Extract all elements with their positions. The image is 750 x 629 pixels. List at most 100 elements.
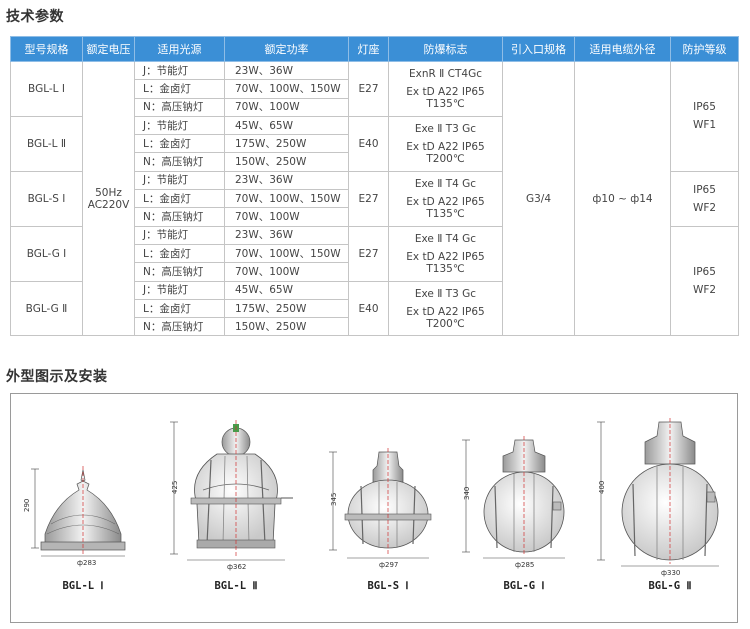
lamp-type: N：高压钠灯 — [134, 152, 225, 172]
height-dim: 425 — [171, 481, 179, 494]
table-header-row: 型号规格 额定电压 适用光源 额定功率 灯座 防爆标志 引入口规格 适用电缆外径… — [10, 36, 739, 62]
socket-cell: E27 — [348, 170, 389, 227]
model-name: BGL-G Ⅰ — [10, 225, 83, 282]
width-dim: ф285 — [515, 561, 534, 569]
header-inlet: 引入口规格 — [502, 36, 575, 62]
model-name: BGL-G Ⅱ — [10, 280, 83, 337]
lamp-type: J：节能灯 — [134, 115, 225, 136]
table-row: N：高压钠灯 70W、100W — [11, 262, 739, 282]
ex-mark-line2: Ex tD A22 IP65 T135℃ — [406, 250, 485, 275]
rated-power: 45W、65W — [224, 115, 349, 136]
lamp-type: J：节能灯 — [134, 225, 225, 245]
lamp-type: N：高压钠灯 — [134, 207, 225, 227]
voltage-line1: 50Hz — [95, 186, 122, 199]
voltage-line2: AC220V — [87, 198, 130, 211]
cable-cell: ф10 ~ ф14 — [574, 60, 671, 337]
model-name: BGL-L Ⅰ — [10, 61, 83, 117]
lamp-drawing-bgl-s1: 345 ф297 — [329, 448, 432, 569]
rated-power: 150W、250W — [224, 152, 349, 172]
ex-mark-line1: Exe Ⅱ T3 Gc — [414, 287, 477, 300]
table-row: L：金卤灯 175W、250W — [11, 298, 739, 319]
width-dim: ф283 — [77, 559, 96, 567]
table-row: L：金卤灯 175W、250W — [11, 134, 739, 154]
table-row: N：高压钠灯 150W、250W — [11, 152, 739, 172]
protection-line1: IP65 — [693, 183, 716, 196]
header-light-source: 适用光源 — [134, 36, 225, 62]
lamp-label: BGL-L Ⅱ — [214, 580, 258, 592]
rated-power: 70W、100W、150W — [224, 79, 349, 99]
lamp-type: N：高压钠灯 — [134, 317, 225, 337]
header-cable: 适用电缆外径 — [574, 36, 671, 62]
protection-line1: IP65 — [693, 266, 716, 279]
protection-line2: WF2 — [692, 284, 717, 297]
header-model: 型号规格 — [10, 36, 83, 62]
width-dim: ф330 — [661, 569, 680, 577]
rated-power: 70W、100W、150W — [224, 189, 349, 209]
ex-mark-line2: Ex tD A22 IP65 T200℃ — [406, 140, 485, 165]
ex-mark-line2: Ex tD A22 IP65 T200℃ — [406, 305, 485, 330]
rated-power: 150W、250W — [224, 317, 349, 337]
table-row: BGL-L Ⅰ 50Hz AC220V J：节能灯 23W、36W E27 Ex… — [10, 60, 739, 337]
lamp-type: J：节能灯 — [134, 280, 225, 300]
ex-mark-cell: Exe Ⅱ T3 Gc Ex tD A22 IP65 T200℃ — [388, 280, 503, 337]
lamp-type: N：高压钠灯 — [134, 97, 225, 117]
table-row: BGL-S Ⅰ J：节能灯 23W、36W E27 Exe Ⅱ T4 Gc Ex … — [10, 170, 739, 227]
rated-power: 175W、250W — [224, 298, 349, 319]
ex-mark-cell: Exe Ⅱ T4 Gc Ex tD A22 IP65 T135℃ — [388, 170, 503, 227]
voltage-cell: 50Hz AC220V — [82, 60, 135, 337]
section-title-outline: 外型图示及安装 — [6, 369, 108, 385]
model-name: BGL-S Ⅰ — [10, 170, 83, 227]
rated-power: 23W、36W — [224, 225, 349, 245]
inlet-cell: G3/4 — [502, 60, 575, 337]
ex-mark-line1: Exe Ⅱ T4 Gc — [414, 232, 477, 245]
ex-mark-line2: Ex tD A22 IP65 T135℃ — [406, 195, 485, 220]
lamp-type: L：金卤灯 — [134, 79, 225, 99]
lamp-label: BGL-S Ⅰ — [367, 580, 409, 592]
header-protection: 防护等级 — [670, 36, 739, 62]
protection-line1: IP65 — [693, 101, 716, 114]
socket-cell: E40 — [348, 115, 389, 172]
ex-mark-cell: Exe Ⅱ T4 Gc Ex tD A22 IP65 T135℃ — [388, 225, 503, 282]
socket-cell: E27 — [348, 61, 389, 117]
rated-power: 23W、36W — [224, 170, 349, 191]
lamp-type: J：节能灯 — [134, 170, 225, 191]
rated-power: 175W、250W — [224, 134, 349, 154]
lamp-type: L：金卤灯 — [134, 298, 225, 319]
lamp-type: N：高压钠灯 — [134, 262, 225, 282]
lamp-drawing-bgl-g2: 400 ф330 — [597, 418, 719, 577]
header-ex-mark: 防爆标志 — [388, 36, 503, 62]
model-name: BGL-L Ⅱ — [10, 115, 83, 172]
height-dim: 290 — [23, 499, 31, 512]
rated-power: 70W、100W — [224, 262, 349, 282]
height-dim: 400 — [598, 481, 606, 494]
lamp-label: BGL-G Ⅰ — [503, 580, 545, 592]
outline-drawings: 290 ф283 425 — [23, 418, 719, 577]
header-power: 额定功率 — [224, 36, 349, 62]
ex-mark-line1: Exe Ⅱ T4 Gc — [414, 177, 477, 190]
table-row: L：金卤灯 70W、100W、150W — [11, 189, 739, 209]
lamp-type: L：金卤灯 — [134, 189, 225, 209]
table-row: N：高压钠灯 150W、250W — [11, 317, 739, 337]
protection-line2: WF2 — [692, 201, 717, 214]
rated-power: 70W、100W — [224, 207, 349, 227]
rated-power: 70W、100W — [224, 97, 349, 117]
lamp-label: BGL-L Ⅰ — [62, 580, 104, 592]
ex-mark-line1: ExnR Ⅱ CT4Gc — [409, 67, 482, 80]
rated-power: 70W、100W、150W — [224, 243, 349, 264]
lamp-type: L：金卤灯 — [134, 134, 225, 154]
section-title-tech-params: 技术参数 — [6, 9, 64, 25]
width-dim: ф297 — [379, 561, 398, 569]
protection-line2: WF1 — [692, 119, 717, 132]
height-dim: 345 — [330, 493, 338, 506]
lamp-type: J：节能灯 — [134, 60, 225, 81]
rated-power: 23W、36W — [224, 60, 349, 81]
lamp-type: L：金卤灯 — [134, 243, 225, 264]
lamp-drawing-bgl-g1: 340 ф285 — [462, 436, 565, 569]
outline-drawings-panel: 290 ф283 425 — [10, 393, 738, 623]
